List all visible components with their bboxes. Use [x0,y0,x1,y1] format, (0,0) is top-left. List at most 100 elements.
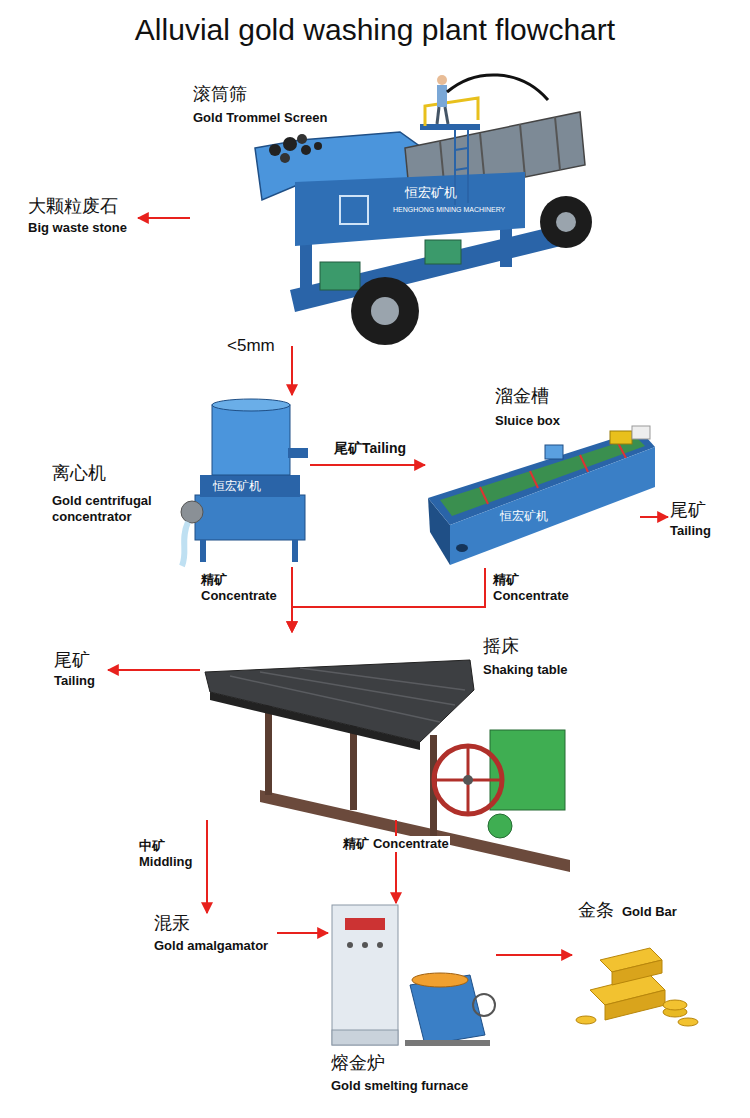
knob [362,942,368,948]
motor [610,431,632,444]
english-name: Big waste stone [28,220,127,236]
safety-railing [425,98,478,126]
english-name: Gold smelting furnace [331,1078,468,1094]
wheel [540,196,592,248]
worker-body [437,85,447,107]
flow-label: 精矿 Concentrate [492,572,582,603]
chinese-name: 尾矿 [670,500,706,522]
diagram-title: Alluvial gold washing plant flowchart [0,12,750,48]
flow-label: 尾矿Tailing [333,440,407,457]
english-name: Gold amalgamator [154,938,268,954]
ladder-rail [454,130,456,205]
drum-ring [520,124,525,177]
chinese-name: 溜金槽 [495,386,549,408]
display [345,918,385,930]
drum-ring [555,117,560,170]
cabinet-base [332,1030,398,1045]
trommel-front-panel [295,172,525,246]
riffle [618,443,626,458]
ladder-rail [467,128,469,203]
furnace-stand [405,1040,490,1046]
furnace-cabinet [332,905,398,1045]
wheel-hub [556,212,576,232]
watermark: HENGHONG MINING MACHINERY [393,206,505,214]
gold-coin [663,1000,687,1010]
ladder-rung [455,168,468,170]
deck-edge [210,692,420,750]
stone [280,153,290,163]
gold-bar [605,990,665,1020]
drain-hole [456,544,468,552]
stone [301,145,311,155]
english-name: Gold centrifugal concentrator [52,493,177,524]
flow-arrow [310,464,425,466]
tailing-output: 尾矿Tailing [52,650,108,694]
wheel-hub [371,297,399,325]
gold-coin [576,1016,596,1024]
centrifuge-base [195,495,305,540]
flow-arrow [292,568,485,632]
riffle [530,471,538,488]
flow-arrow [138,217,190,219]
stone [283,137,297,151]
water-hose [447,75,548,100]
deck-riffle [260,672,455,705]
chinese-name: 摇床 [483,636,519,658]
chinese-name: 混汞 [154,913,190,935]
english-name: Gold Bar [622,904,677,920]
worker-head [437,75,447,85]
knob [347,942,353,948]
flow-label: 精矿 Concentrate [342,836,449,852]
waste-output: 大颗粒废石 Big waste stone [26,196,138,242]
centrifuge-node: 离心机Gold centrifugal concentrator [48,395,310,567]
chinese-name: 熔金炉 [331,1053,385,1075]
control-box [632,426,650,439]
english-name: Shaking table [483,662,568,678]
centrifuge-leg [292,540,298,562]
motor [488,814,512,838]
deck-riffle [300,668,465,690]
gold-bar-node: 金条Gold Bar [572,898,702,1038]
knob [377,942,383,948]
stone [314,142,322,150]
worker-leg [445,107,448,124]
chinese-name: 大颗粒废石 [28,196,118,218]
logo-mark [340,196,368,224]
vibrator [545,445,563,459]
riffle [580,455,588,472]
centrifuge-leg [200,540,206,562]
centrifuge-panel [200,475,300,497]
flow-arrow [291,346,293,395]
flow-arrow [395,820,397,903]
trommel-node: 滚筒筛Gold Trommel Screen [190,78,590,346]
trommel-leg [300,240,312,295]
discharge-spout [288,448,308,458]
motor [320,262,360,290]
motor [425,240,461,264]
centrifuge-top [212,399,290,411]
amalgamator-node: 混汞 Gold amalgamator [152,913,277,959]
chinese-name: 尾矿 [54,650,90,672]
furnace-node: 熔金炉 Gold smelting furnace [328,903,496,1098]
crank-wheel [473,994,495,1016]
shaking-table-node: 摇床 Shaking table [200,632,580,820]
sluice-front [450,447,655,565]
tailing-output: 尾矿Tailing [668,500,724,544]
flow-arrow [108,669,200,671]
worker-leg [437,107,439,124]
flywheel-hub [463,775,473,785]
molten-gold [412,973,468,987]
english-name: Gold Trommel Screen [193,110,327,126]
flow-label: 中矿 Middling [138,838,204,869]
gold-bar [612,960,662,985]
sluice-node: 溜金槽Sluice box [425,383,640,568]
flow-arrow [206,820,208,913]
water-pipe [182,522,188,566]
trommel-platform [420,124,480,130]
ladder-rung [455,148,468,150]
english-name: Tailing [670,523,711,539]
riffle [480,487,488,504]
watermark: 恒宏矿机 [405,185,457,201]
